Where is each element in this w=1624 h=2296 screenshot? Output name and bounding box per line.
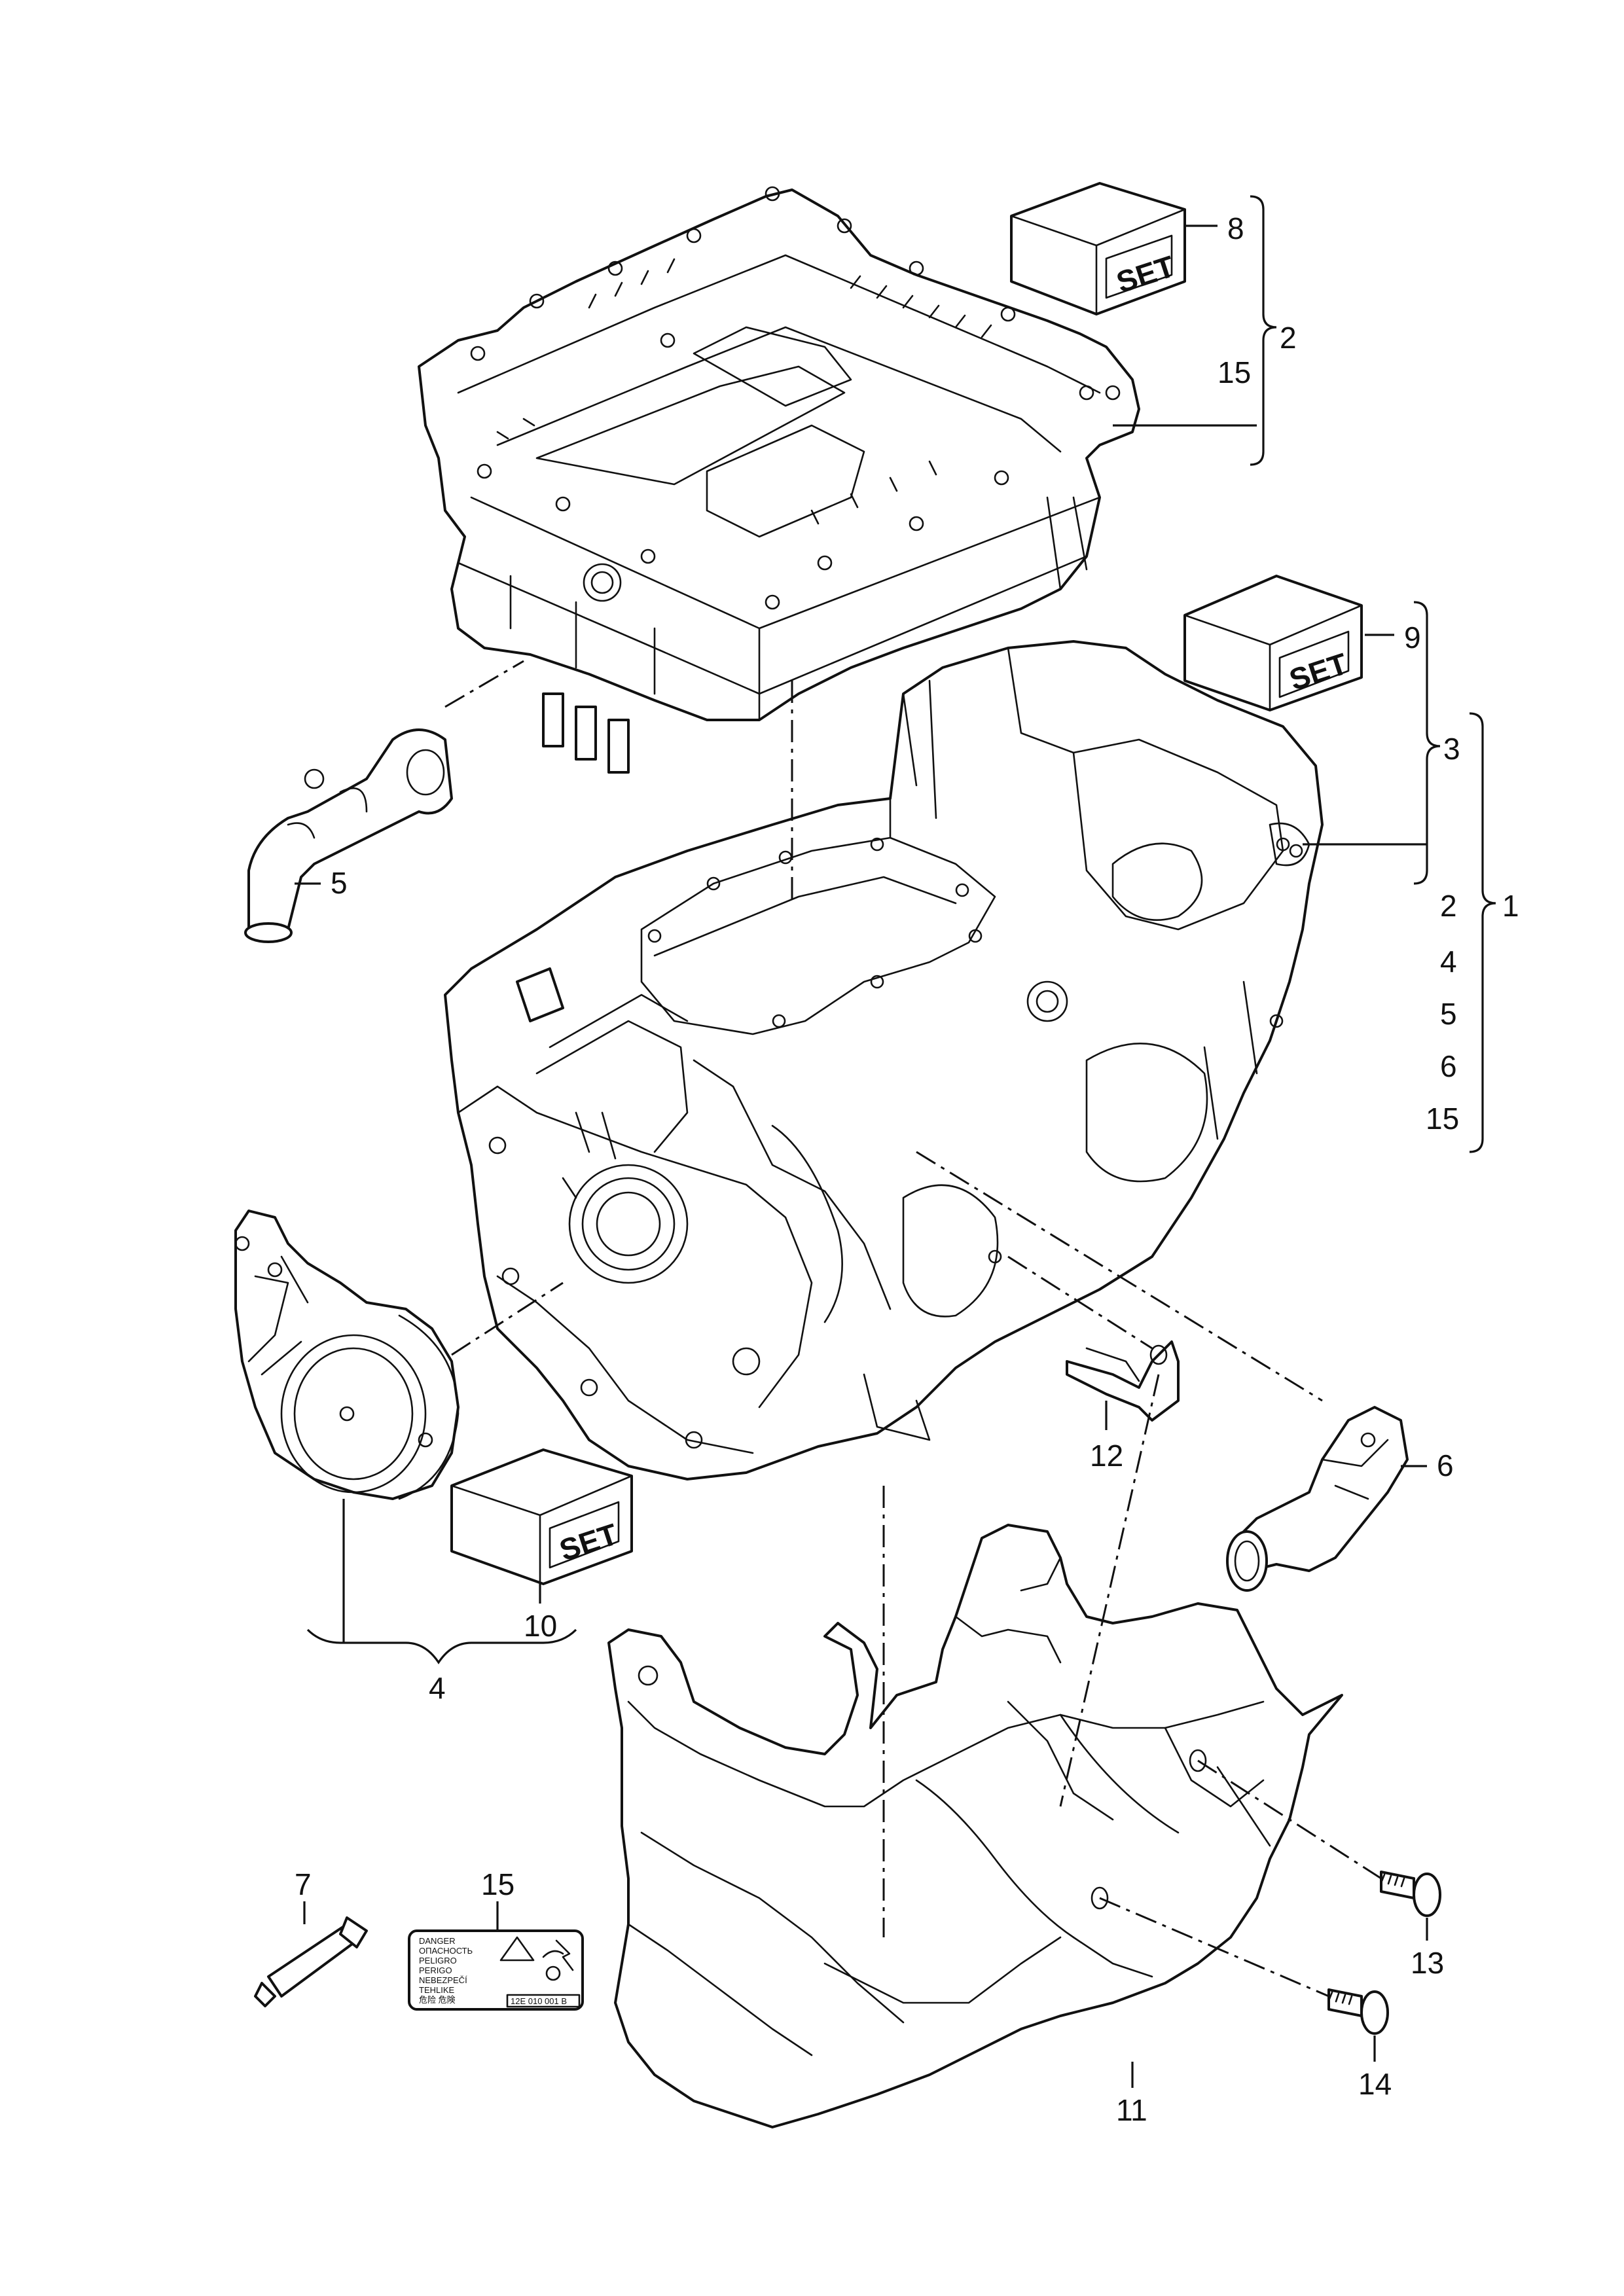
- callout-labels: 8 2 15 9 3 1 2 4 5 6 15 5 6 12 10 4 7 15…: [295, 211, 1519, 2127]
- callout-15-top: 15: [1218, 355, 1251, 389]
- set-box-9: SET: [1183, 575, 1363, 711]
- electric-drive-housing: [444, 640, 1324, 1480]
- callout-6-list: 6: [1440, 1049, 1457, 1083]
- sealant-tube-7: [254, 1916, 368, 2007]
- callout-10: 10: [524, 1609, 557, 1643]
- warning-line-6: TEHLIKE: [419, 1985, 455, 1995]
- callout-9: 9: [1404, 620, 1421, 655]
- callout-3: 3: [1443, 732, 1460, 766]
- warning-label-part-number: 12E 010 001 B: [511, 1996, 567, 2006]
- callout-1: 1: [1502, 889, 1519, 923]
- warning-line-2: ОПАСНОСТЬ: [419, 1946, 473, 1956]
- warning-triangle-icon: [499, 1936, 535, 1962]
- set-box-10: SET: [450, 1448, 633, 1585]
- callout-6: 6: [1437, 1448, 1454, 1482]
- callout-4: 4: [429, 1671, 446, 1705]
- warning-line-3: PELIGRO: [419, 1956, 457, 1965]
- callout-15-list: 15: [1426, 1102, 1459, 1136]
- warning-line-4: PERIGO: [419, 1965, 452, 1975]
- assembly-lines: [444, 660, 1382, 1998]
- callout-2: 2: [1280, 321, 1297, 355]
- screw-14: [1327, 1988, 1389, 2035]
- callout-14: 14: [1358, 2067, 1392, 2101]
- leader-lines: [295, 195, 1496, 2088]
- warning-label-15: DANGER ОПАСНОСТЬ PELIGRO PERIGO NEBEZPEČ…: [408, 1929, 584, 2011]
- callout-7: 7: [295, 1867, 312, 1901]
- callout-15: 15: [481, 1867, 514, 1901]
- underbody-guard-11: [607, 1524, 1343, 2128]
- screw-13: [1380, 1871, 1441, 1917]
- bracket-12: [1066, 1340, 1180, 1422]
- warning-line-7: 危险 危険: [419, 1995, 456, 2005]
- set-box-8: SET: [1010, 182, 1186, 315]
- callout-11: 11: [1116, 2093, 1147, 2127]
- power-electronics-unit: [418, 186, 1140, 774]
- callout-4-list: 4: [1440, 944, 1457, 978]
- callout-12: 12: [1090, 1439, 1123, 1473]
- coolant-elbow-6: [1226, 1406, 1409, 1592]
- warning-line-5: NEBEZPEČÍ: [419, 1975, 467, 1985]
- callout-13: 13: [1411, 1946, 1444, 1980]
- callout-5-list: 5: [1440, 997, 1457, 1031]
- warning-line-1: DANGER: [419, 1936, 456, 1946]
- flange-cover-4: [234, 1210, 460, 1500]
- coolant-elbow-5: [244, 728, 453, 943]
- callout-2-list: 2: [1440, 889, 1457, 923]
- electric-hazard-icon: [542, 1939, 574, 1971]
- callout-5: 5: [331, 866, 348, 900]
- callout-8: 8: [1227, 211, 1244, 245]
